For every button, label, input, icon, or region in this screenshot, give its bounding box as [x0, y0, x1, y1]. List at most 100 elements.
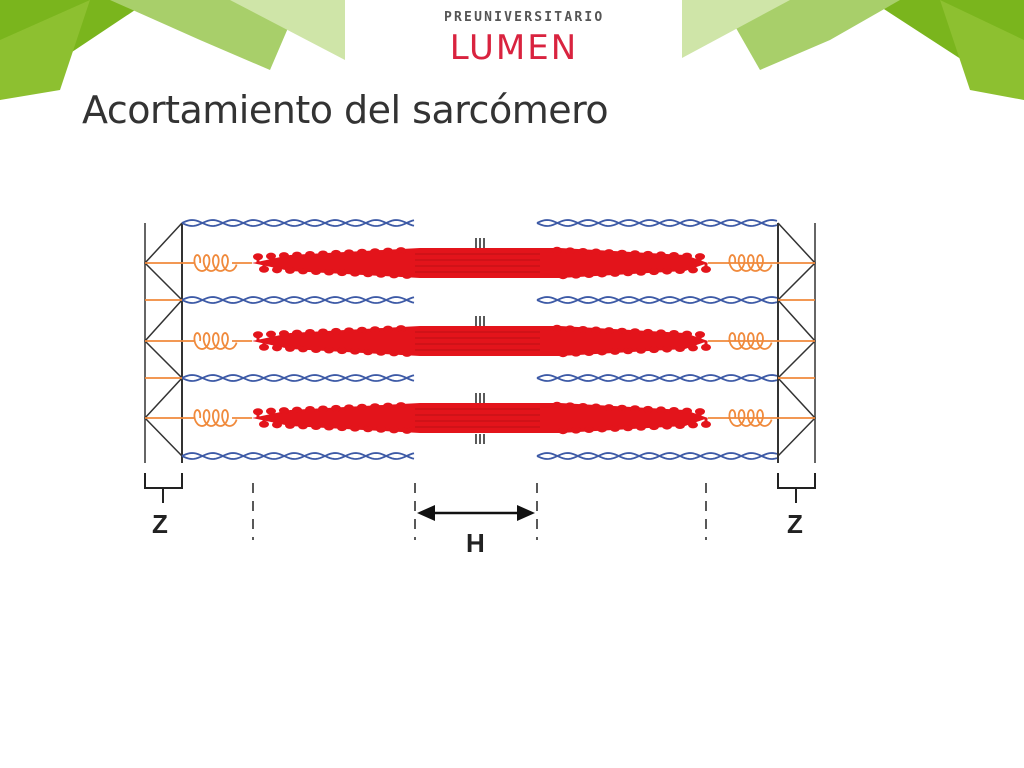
- myosin-head: [669, 251, 679, 259]
- myosin-head: [623, 424, 633, 432]
- myosin-head: [558, 272, 568, 280]
- myosin-head: [688, 344, 698, 352]
- myosin-head: [565, 247, 575, 255]
- myosin-head: [298, 422, 308, 430]
- myosin-head: [344, 249, 354, 257]
- myosin-head: [253, 331, 263, 339]
- myosin-head: [266, 252, 276, 260]
- myosin-head: [552, 401, 562, 409]
- myosin-head: [259, 420, 269, 428]
- myosin-head: [363, 348, 373, 356]
- myosin-head: [610, 347, 620, 355]
- titin-spring: [728, 409, 773, 427]
- myosin-head: [402, 271, 412, 279]
- myosin-head: [292, 406, 302, 414]
- myosin-head: [636, 346, 646, 354]
- myosin-head: [305, 251, 315, 259]
- myosin-head: [682, 407, 692, 415]
- myosin-head: [578, 402, 588, 410]
- myosin-head: [675, 345, 685, 353]
- titin-spring: [193, 332, 238, 350]
- myosin-head: [402, 426, 412, 434]
- myosin-head: [669, 329, 679, 337]
- myosin-head: [656, 329, 666, 337]
- myosin-head: [656, 406, 666, 414]
- myosin-head: [604, 249, 614, 257]
- logo: PREUNIVERSITARIO LUMEN: [444, 10, 602, 68]
- myosin-head: [662, 345, 672, 353]
- myosin-head: [662, 422, 672, 430]
- myosin-head: [682, 330, 692, 338]
- myosin-head: [558, 427, 568, 435]
- myosin-head: [389, 426, 399, 434]
- myosin-head: [695, 253, 705, 261]
- myosin-head: [571, 426, 581, 434]
- myosin-head: [571, 271, 581, 279]
- myosin-head: [259, 343, 269, 351]
- z-label-left: Z: [152, 509, 168, 539]
- myosin-head: [630, 405, 640, 413]
- titin-spring: [193, 254, 238, 272]
- myosin-head: [363, 270, 373, 278]
- sarcomere-diagram: Z Z H: [143, 219, 817, 553]
- myosin-head: [396, 247, 406, 255]
- myosin-head: [597, 270, 607, 278]
- myosin-head: [324, 268, 334, 276]
- myosin-head: [311, 422, 321, 430]
- myosin-head: [558, 350, 568, 358]
- myosin-head: [649, 268, 659, 276]
- myosin-head: [630, 328, 640, 336]
- myosin-head: [337, 347, 347, 355]
- myosin-head: [396, 402, 406, 410]
- myosin-head: [591, 326, 601, 334]
- myosin-head: [266, 330, 276, 338]
- myosin-head: [617, 404, 627, 412]
- header-decoration: [0, 0, 1024, 100]
- myosin-head: [331, 404, 341, 412]
- actin-strand: [536, 452, 778, 460]
- myosin-head: [318, 250, 328, 258]
- myosin-head: [688, 421, 698, 429]
- titin-spring: [728, 254, 773, 272]
- myosin-head: [350, 269, 360, 277]
- myosin-head: [584, 426, 594, 434]
- m-line-marks: [475, 238, 485, 444]
- left-leaf-shapes: [0, 0, 345, 100]
- myosin-head: [571, 349, 581, 357]
- myosin-head: [272, 344, 282, 352]
- myosin-head: [701, 420, 711, 428]
- myosin-head: [604, 327, 614, 335]
- myosin-head: [591, 248, 601, 256]
- myosin-head: [331, 249, 341, 257]
- myosin-head: [292, 329, 302, 337]
- myosin-head: [695, 408, 705, 416]
- myosin-head: [350, 424, 360, 432]
- myosin-head: [357, 326, 367, 334]
- myosin-head: [695, 331, 705, 339]
- z-line-right-zigzag: [776, 222, 817, 457]
- myosin-head: [298, 345, 308, 353]
- myosin-head: [636, 268, 646, 276]
- slide-title: Acortamiento del sarcómero: [82, 88, 609, 132]
- myosin-head: [636, 423, 646, 431]
- myosin-head: [623, 269, 633, 277]
- myosin-head: [396, 325, 406, 333]
- myosin-head: [610, 424, 620, 432]
- z-label-right: Z: [787, 509, 803, 539]
- actin-strand: [181, 452, 415, 460]
- myosin-head: [597, 348, 607, 356]
- myosin-head: [318, 328, 328, 336]
- myosin-head: [649, 423, 659, 431]
- actin-strand: [536, 374, 778, 382]
- myosin-head: [675, 267, 685, 275]
- myosin-head: [272, 421, 282, 429]
- myosin-head: [649, 346, 659, 354]
- myosin-head: [383, 402, 393, 410]
- myosin-head: [311, 267, 321, 275]
- myosin-head: [552, 324, 562, 332]
- myosin-filaments: [252, 246, 711, 435]
- myosin-head: [623, 347, 633, 355]
- myosin-head: [584, 349, 594, 357]
- h-zone-arrowhead-right: [517, 505, 535, 521]
- titin-springs: [145, 254, 815, 427]
